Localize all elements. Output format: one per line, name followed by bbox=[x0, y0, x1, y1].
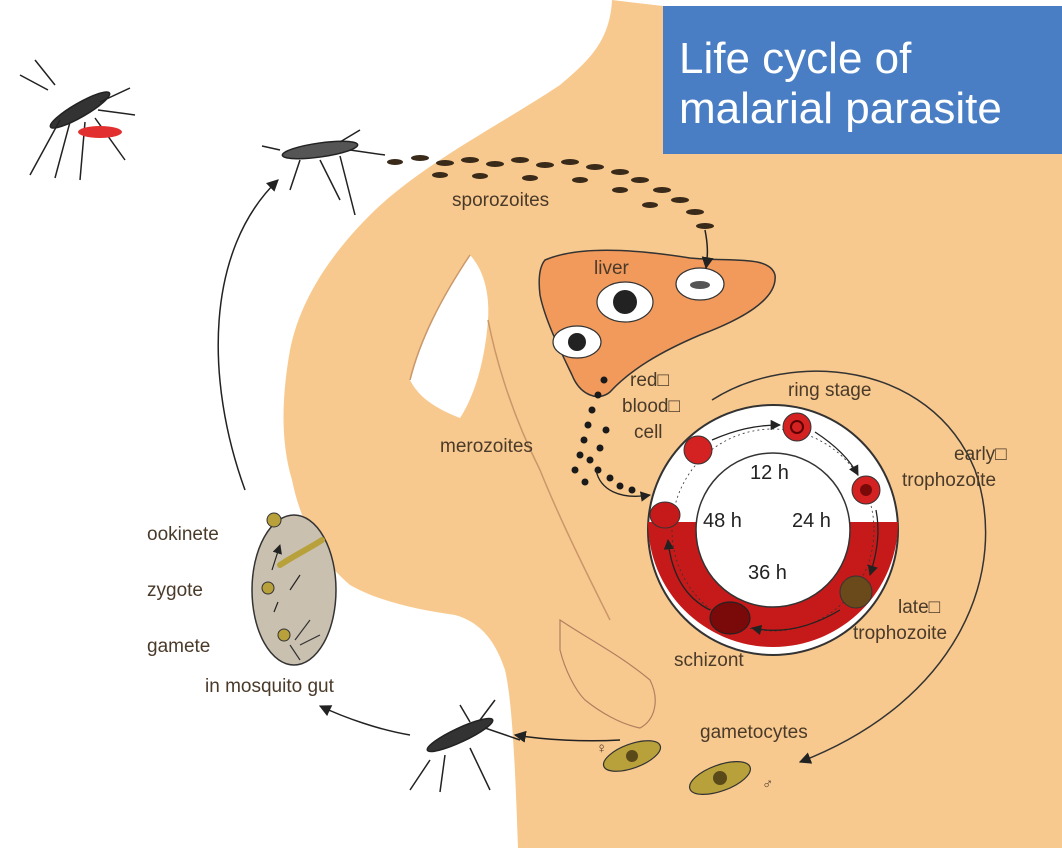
female-symbol: ♀ bbox=[596, 740, 607, 757]
label-zygote: zygote bbox=[147, 580, 203, 602]
mosquito-top-left bbox=[20, 60, 135, 180]
label-ookinete: ookinete bbox=[147, 524, 219, 546]
label-late-trophozoite-2: trophozoite bbox=[853, 623, 947, 645]
label-ring-stage: ring stage bbox=[788, 380, 871, 402]
label-liver: liver bbox=[594, 258, 629, 280]
title-banner: Life cycle of malarial parasite bbox=[663, 6, 1062, 154]
label-gametocytes: gametocytes bbox=[700, 722, 808, 744]
ring-stage-cell bbox=[783, 413, 811, 441]
hour-24: 24 h bbox=[792, 510, 831, 533]
label-gamete: gamete bbox=[147, 636, 210, 658]
mosquito-top bbox=[262, 130, 385, 215]
male-symbol: ♂ bbox=[762, 776, 773, 793]
label-sporozoites: sporozoites bbox=[452, 190, 549, 212]
hour-12: 12 h bbox=[750, 462, 789, 485]
schizont-cell bbox=[710, 602, 750, 634]
mosquito-bottom bbox=[410, 700, 520, 792]
label-schizont: schizont bbox=[674, 650, 744, 672]
late-trophozoite-cell bbox=[840, 576, 872, 608]
label-rbc-1: red□ bbox=[630, 370, 669, 392]
label-early-trophozoite-2: trophozoite bbox=[902, 470, 996, 492]
label-merozoites: merozoites bbox=[440, 436, 533, 458]
label-rbc-2: blood□ bbox=[622, 396, 680, 418]
hour-48: 48 h bbox=[703, 510, 742, 533]
label-mosquito-gut: in mosquito gut bbox=[205, 676, 334, 698]
label-rbc-3: cell bbox=[634, 422, 663, 444]
hour-36: 36 h bbox=[748, 562, 787, 585]
title-line-2: malarial parasite bbox=[679, 84, 1002, 134]
label-early-trophozoite-1: early□ bbox=[954, 444, 1007, 466]
title-line-1: Life cycle of bbox=[679, 34, 911, 84]
label-late-trophozoite-1: late□ bbox=[898, 597, 940, 619]
merozoite-release-cell bbox=[650, 502, 680, 528]
rbc-cell bbox=[684, 436, 712, 464]
